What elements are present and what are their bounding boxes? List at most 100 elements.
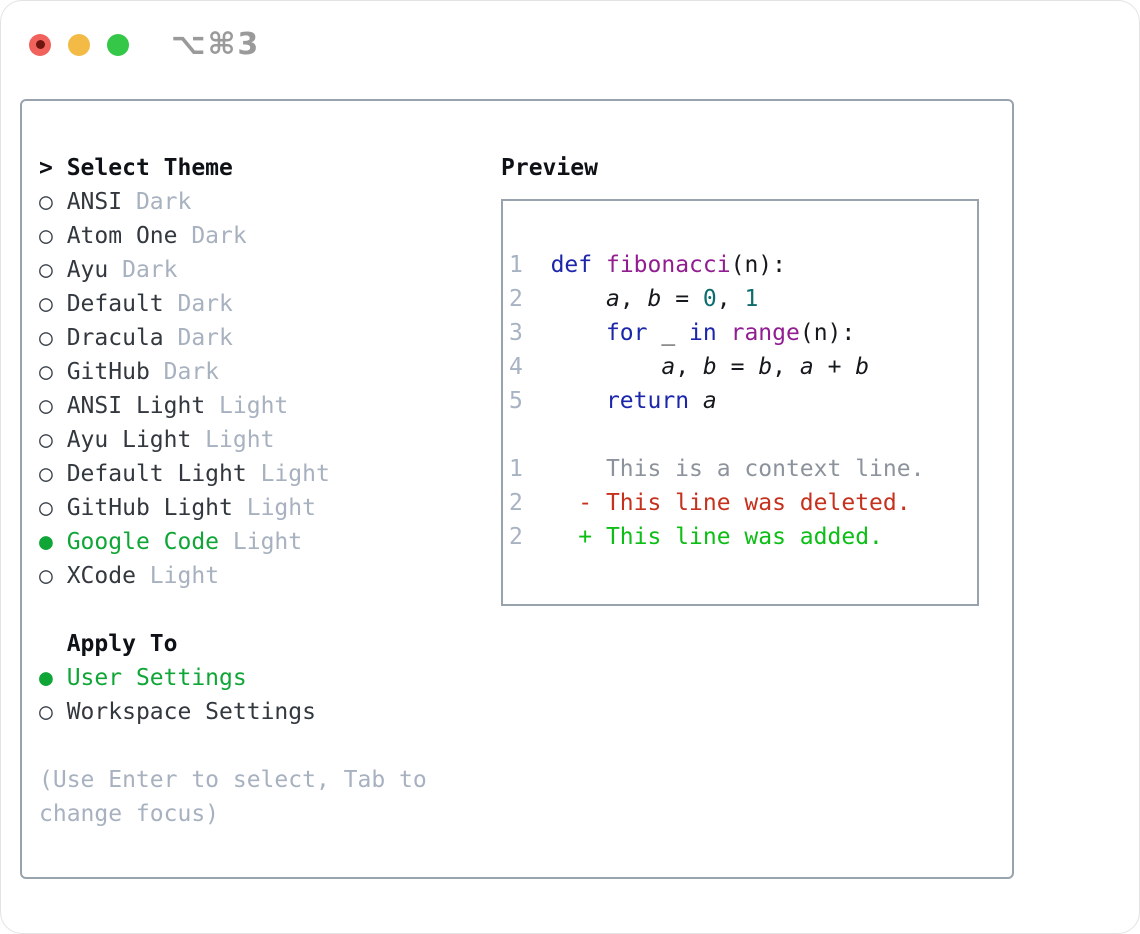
theme-name: GitHub (66, 359, 150, 385)
theme-name: GitHub Light (66, 495, 233, 521)
diff-text: This is a context line. (550, 456, 925, 482)
theme-option-ayu[interactable]: ○ Ayu Dark (39, 253, 501, 287)
theme-name: Ayu (66, 257, 109, 283)
line-number: 2 (509, 490, 523, 516)
theme-name: Default Light (66, 461, 247, 487)
theme-name: Atom One (66, 223, 178, 249)
line-number: 2 (509, 524, 523, 550)
code-token: def (550, 252, 593, 278)
radio-unselected-icon: ○ (39, 699, 67, 725)
diff-line-context: 1 This is a context line. (509, 452, 977, 486)
code-token: a (661, 354, 676, 380)
code-token: , (619, 286, 648, 312)
theme-variant: Light (219, 529, 303, 555)
code-line: 1 def fibonacci(n): (509, 248, 977, 282)
minimize-button[interactable] (68, 33, 90, 56)
theme-list: ○ ANSI Dark○ Atom One Dark○ Ayu Dark○ De… (39, 185, 501, 593)
theme-name: Google Code (66, 529, 220, 555)
code-token: fibonacci (605, 252, 731, 278)
code-token: _ (647, 320, 690, 346)
radio-unselected-icon: ○ (39, 563, 67, 589)
theme-name: Dracula (66, 325, 164, 351)
code-line: 5 return a (509, 384, 977, 418)
diff-text: + This line was added. (550, 524, 883, 550)
theme-variant: Dark (163, 325, 233, 351)
apply-option-workspace-settings[interactable]: ○ Workspace Settings (39, 695, 501, 729)
radio-unselected-icon: ○ (39, 325, 67, 351)
close-button[interactable] (29, 33, 51, 56)
code-token: return (605, 388, 690, 414)
code-token: a (605, 286, 620, 312)
select-theme-title: Select Theme (66, 155, 233, 181)
theme-option-github[interactable]: ○ GitHub Dark (39, 355, 501, 389)
diff-line-deleted: 2 - This line was deleted. (509, 486, 977, 520)
code-token: , (772, 354, 800, 380)
theme-variant: Light (232, 495, 316, 521)
theme-option-atom-one[interactable]: ○ Atom One Dark (39, 219, 501, 253)
theme-option-google-code[interactable]: ● Google Code Light (39, 525, 501, 559)
theme-option-ansi-light[interactable]: ○ ANSI Light Light (39, 389, 501, 423)
code-token: (n): (730, 252, 786, 278)
apply-option-user-settings[interactable]: ● User Settings (39, 661, 501, 695)
code-token: in (689, 320, 717, 346)
theme-variant: Dark (177, 223, 247, 249)
radio-unselected-icon: ○ (39, 291, 67, 317)
theme-dialog-panel: > Select Theme ○ ANSI Dark○ Atom One Dar… (20, 99, 1014, 879)
code-token (551, 286, 606, 312)
theme-variant: Light (191, 427, 275, 453)
code-token (551, 320, 606, 346)
radio-selected-icon: ● (39, 529, 67, 555)
code-line: 4 a, b = b, a + b (509, 350, 977, 384)
code-token: b (758, 354, 773, 380)
line-number: 5 (509, 388, 523, 414)
theme-name: ANSI Light (66, 393, 206, 419)
theme-variant: Dark (122, 189, 192, 215)
zoom-button[interactable] (107, 33, 129, 56)
theme-variant: Dark (163, 291, 233, 317)
close-button-dot-icon (35, 40, 45, 49)
theme-name: Default (66, 291, 164, 317)
theme-name: ANSI (66, 189, 123, 215)
apply-to-list: ● User Settings○ Workspace Settings (39, 661, 501, 729)
code-token: range (730, 320, 800, 346)
code-token: b (702, 354, 717, 380)
preview-title: Preview (501, 155, 598, 181)
code-token: a (799, 354, 814, 380)
code-token (717, 320, 731, 346)
radio-unselected-icon: ○ (39, 189, 67, 215)
theme-option-ansi[interactable]: ○ ANSI Dark (39, 185, 501, 219)
traffic-lights (29, 33, 129, 56)
theme-option-xcode[interactable]: ○ XCode Light (39, 559, 501, 593)
theme-option-ayu-light[interactable]: ○ Ayu Light Light (39, 423, 501, 457)
window-shortcut-label: ⌥⌘3 (171, 27, 261, 62)
code-token (592, 252, 606, 278)
diff-line-added: 2 + This line was added. (509, 520, 977, 554)
help-text: (Use Enter to select, Tab to change focu… (39, 767, 427, 827)
line-number: 1 (509, 456, 523, 482)
apply-option-label: Workspace Settings (66, 699, 316, 725)
code-token (551, 388, 606, 414)
theme-option-default[interactable]: ○ Default Dark (39, 287, 501, 321)
theme-name: Ayu Light (66, 427, 192, 453)
code-token: b (855, 354, 870, 380)
code-token: = (661, 286, 703, 312)
spacer (39, 593, 501, 627)
theme-variant: Light (205, 393, 289, 419)
radio-unselected-icon: ○ (39, 393, 67, 419)
radio-unselected-icon: ○ (39, 257, 67, 283)
apply-to-title: Apply To (66, 631, 178, 657)
theme-option-github-light[interactable]: ○ GitHub Light Light (39, 491, 501, 525)
theme-option-dracula[interactable]: ○ Dracula Dark (39, 321, 501, 355)
code-line: 3 for _ in range(n): (509, 316, 977, 350)
code-token: (n): (799, 320, 856, 346)
select-theme-header: > Select Theme (39, 151, 501, 185)
theme-variant: Dark (108, 257, 178, 283)
radio-unselected-icon: ○ (39, 359, 67, 385)
theme-option-default-light[interactable]: ○ Default Light Light (39, 457, 501, 491)
code-token: b (647, 286, 662, 312)
code-token: 0 (702, 286, 717, 312)
theme-name: XCode (66, 563, 136, 589)
code-token: , (716, 286, 745, 312)
theme-column: > Select Theme ○ ANSI Dark○ Atom One Dar… (39, 151, 501, 877)
preview-column: Preview 1 def fibonacci(n):2 a, b = 0, 1… (501, 151, 1012, 877)
